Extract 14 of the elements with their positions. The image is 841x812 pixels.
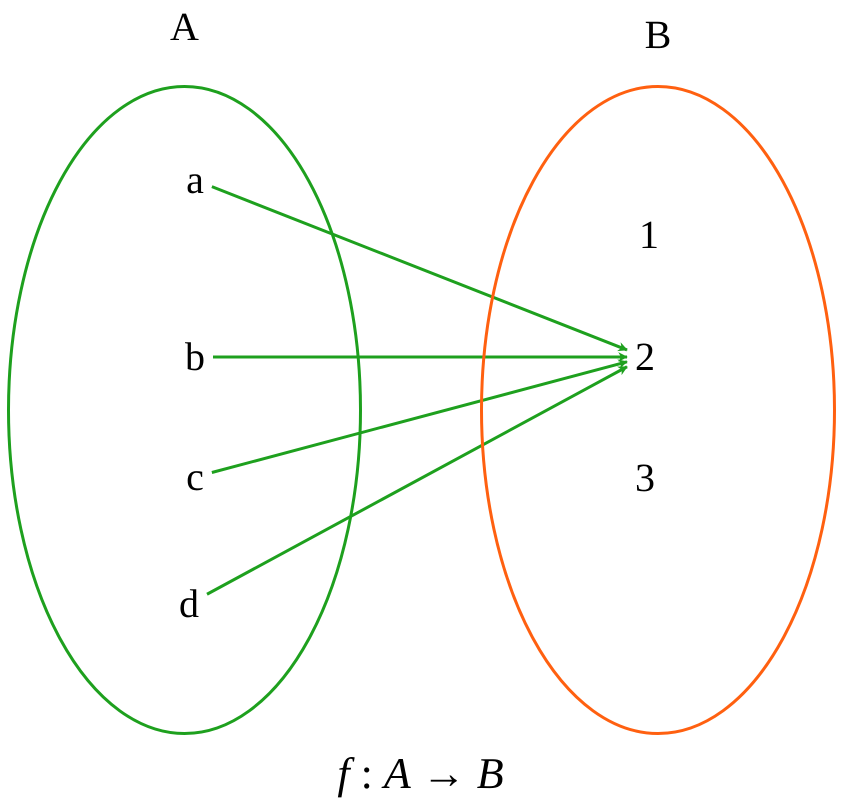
arrow [206,365,628,596]
element-label: a [184,160,206,200]
arrow [213,352,628,362]
arrow [212,359,628,474]
element-label: d [177,584,201,624]
element-label: c [184,457,206,497]
element-label: b [183,337,207,377]
arrow [211,185,628,352]
set-label: B [644,15,672,55]
set-label: A [170,7,199,47]
caption: f : A → B [337,752,504,796]
element-label: 3 [633,458,657,498]
element-label: 2 [633,337,657,377]
element-label: 1 [637,215,661,255]
